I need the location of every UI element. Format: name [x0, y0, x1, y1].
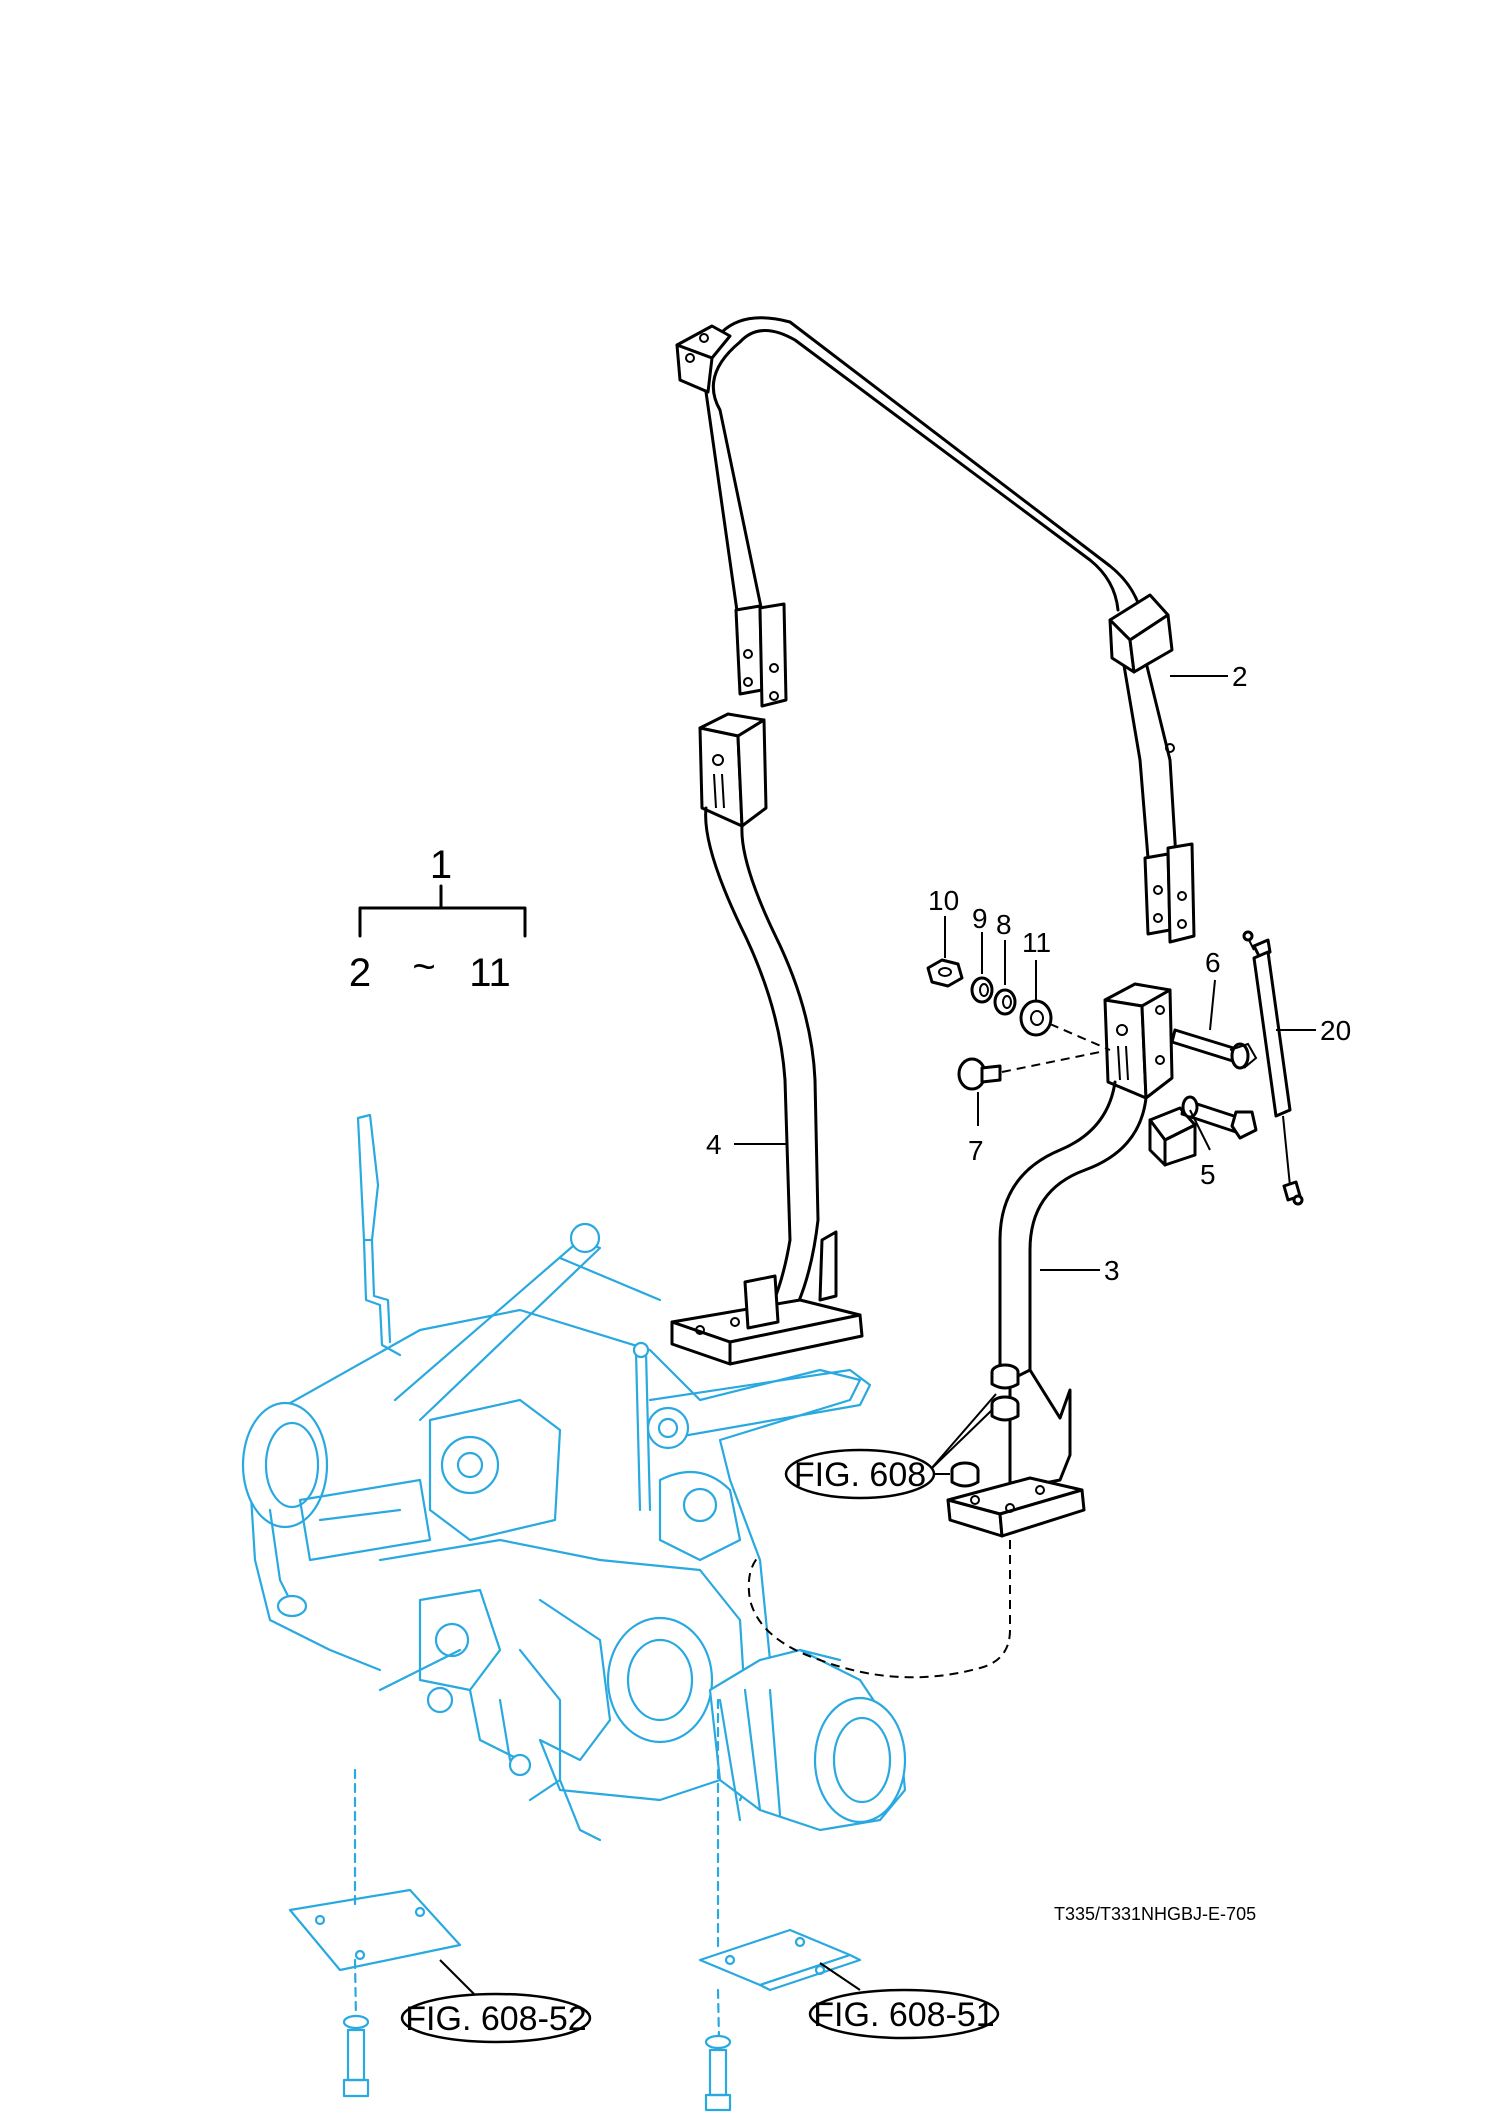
- callout-6: 6: [1205, 947, 1221, 978]
- part-2-upper-frame[interactable]: [675, 316, 1196, 944]
- assembly-number: 1: [430, 843, 452, 887]
- callout-2: 2: [1232, 661, 1248, 692]
- callout-8: 8: [996, 909, 1012, 940]
- callout-7: 7: [968, 1135, 984, 1166]
- svg-text:FIG. 608: FIG. 608: [794, 1456, 926, 1494]
- assembly-range-start: 2: [349, 951, 371, 995]
- svg-text:FIG. 608-51: FIG. 608-51: [813, 1996, 994, 2034]
- lower-mounting-plates-context: [288, 1698, 862, 2112]
- assembly-bracket: [358, 884, 527, 938]
- part-3-right-post[interactable]: [946, 982, 1197, 1538]
- assembly-range-end: 11: [469, 951, 511, 995]
- fig-608-ref[interactable]: FIG. 608: [784, 1448, 936, 1500]
- callout-leaders: [439, 675, 1316, 2001]
- callout-3: 3: [1104, 1255, 1120, 1286]
- svg-text:FIG. 608-52: FIG. 608-52: [405, 2000, 586, 2038]
- callout-9: 9: [972, 903, 988, 934]
- transmission-housing-context: [241, 1113, 907, 1842]
- fig-608-52-ref[interactable]: FIG. 608-52: [400, 1992, 592, 2044]
- hardware-parts: [926, 930, 1304, 1206]
- callout-11: 11: [1022, 927, 1051, 958]
- callout-10: 10: [928, 885, 959, 916]
- callout-4: 4: [706, 1129, 722, 1160]
- assembly-range-separator: ~: [412, 945, 435, 989]
- mounting-reference-line: [747, 1540, 1011, 1679]
- fig-608-51-ref[interactable]: FIG. 608-51: [808, 1988, 1000, 2040]
- drawing-code: T335/T331NHGBJ-E-705: [1054, 1904, 1256, 1924]
- callout-5: 5: [1200, 1159, 1216, 1190]
- callout-20: 20: [1320, 1015, 1351, 1046]
- part-4-left-post[interactable]: [670, 712, 864, 1366]
